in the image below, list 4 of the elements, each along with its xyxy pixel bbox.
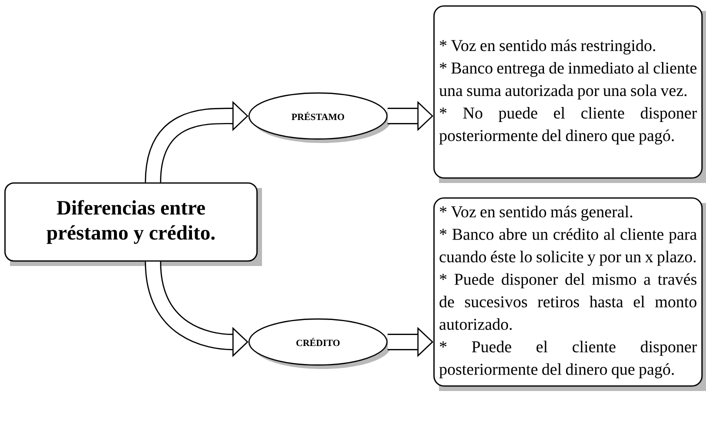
description-box: * Voz en sentido más general. * Banco abre un crédito al cliente para cuando éste lo solicite y por un x plazo. * Puede disponer del mismo a través de sucesivos retiros hasta el monto autorizado. * Puede el cliente disponer posteriormente del dinero que pagó.: [433, 197, 703, 387]
title-box: Diferencias entre préstamo y crédito.: [4, 182, 258, 262]
description-box: * Voz en sentido más restringido. * Banco entrega de inmediato al cliente una suma autorizada por una sola vez. * No puede el cliente disponer posteriormente del dinero que pagó.: [433, 5, 703, 179]
block-arrow: [144, 100, 248, 183]
